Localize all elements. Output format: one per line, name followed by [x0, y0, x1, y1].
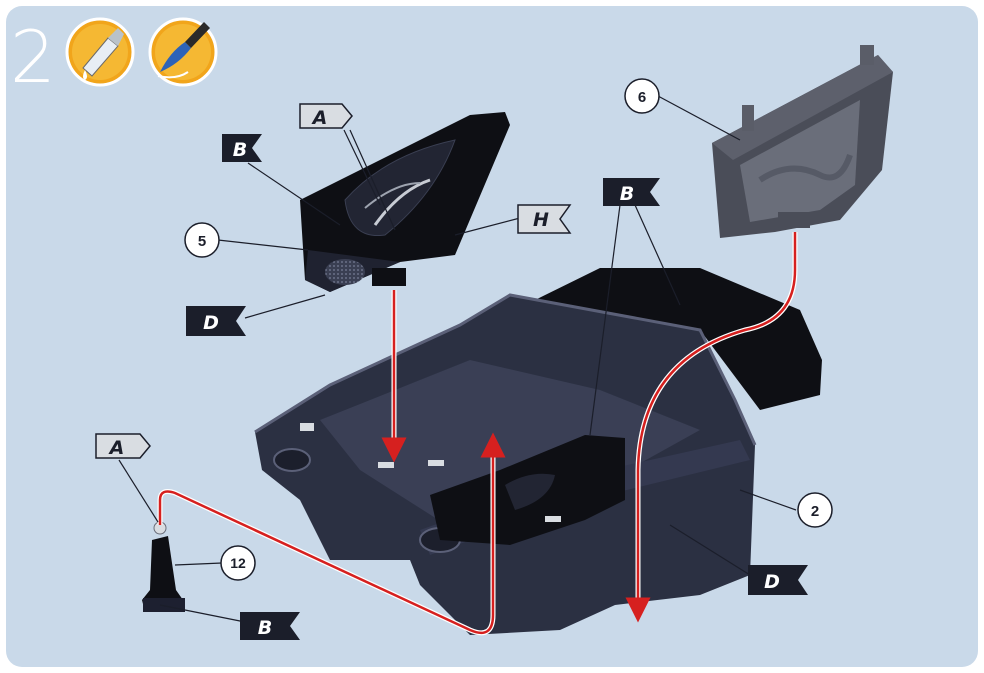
flag-left-b: B [240, 612, 300, 640]
flag-top-d: D [186, 306, 246, 336]
step-number: 2 [10, 15, 56, 99]
svg-text:5: 5 [198, 233, 206, 250]
svg-text:B: B [233, 139, 247, 161]
flag-center-b: B [603, 178, 660, 206]
arrow-part-6-down [625, 232, 797, 623]
svg-text:H: H [533, 209, 549, 231]
flag-top-b: B [222, 134, 262, 162]
svg-text:12: 12 [230, 555, 246, 571]
arrow-part-12-up [158, 432, 506, 635]
assembly-guide-lines [157, 232, 798, 636]
callout-part-6: 6 [624, 78, 660, 114]
flag-top-h: H [517, 204, 572, 234]
svg-text:B: B [258, 617, 272, 639]
flag-top-a: A [299, 103, 353, 129]
svg-text:D: D [203, 312, 219, 334]
part-2-main-tub [254, 268, 822, 635]
flag-right-d: D [748, 565, 808, 595]
part-12-lever [142, 521, 185, 612]
svg-text:A: A [311, 107, 328, 129]
svg-text:B: B [620, 183, 634, 205]
flag-left-a: A [95, 433, 151, 459]
svg-text:A: A [108, 437, 125, 459]
svg-text:6: 6 [638, 89, 646, 106]
callout-part-2: 2 [797, 492, 833, 528]
glue-bottle-icon [65, 17, 135, 87]
callout-part-5: 5 [184, 222, 220, 258]
leader-lines [118, 95, 797, 623]
svg-text:2: 2 [811, 503, 819, 520]
paint-brush-icon [148, 17, 218, 87]
part-5-side-panel [300, 112, 510, 292]
svg-text:D: D [764, 571, 780, 593]
part-6-lid-panel [712, 45, 893, 238]
callout-part-12: 12 [220, 545, 256, 581]
